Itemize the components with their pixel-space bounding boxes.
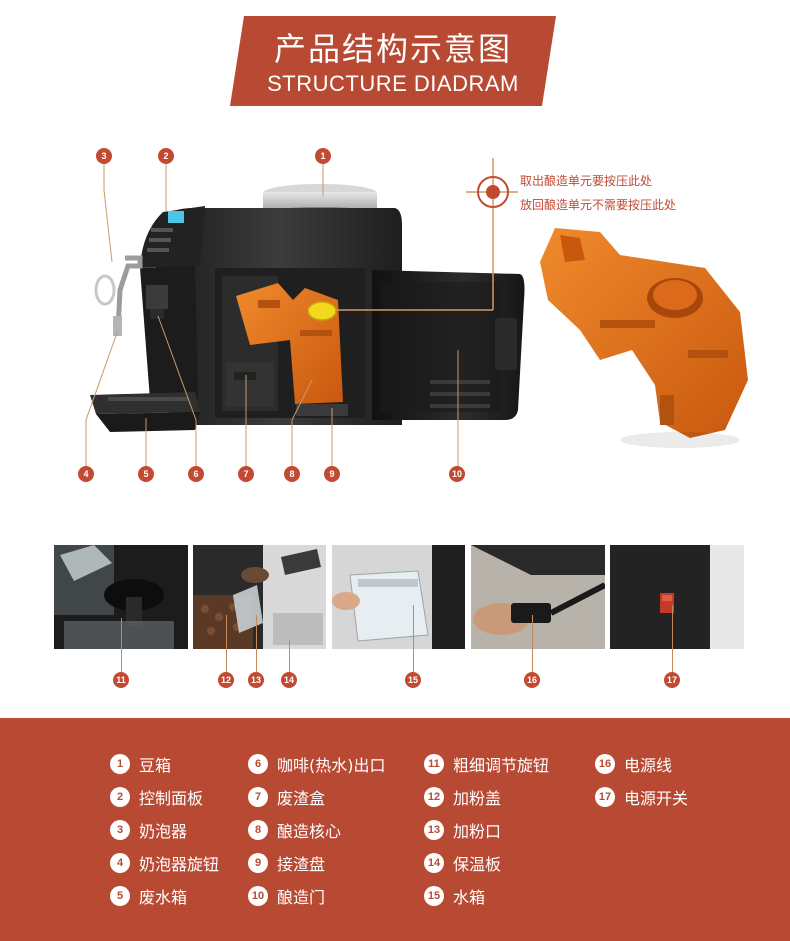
banner-background (230, 16, 556, 106)
legend-number: 3 (110, 820, 130, 840)
press-point-crosshair (337, 158, 518, 311)
legend-label: 废渣盒 (277, 789, 326, 808)
legend-number: 6 (248, 754, 268, 774)
legend-item-11: 11 粗细调节旋钮 (424, 752, 549, 776)
legend-item-13: 13 加粉口 (424, 818, 501, 842)
legend-label: 水箱 (453, 888, 486, 907)
legend-number: 5 (110, 886, 130, 906)
leader-15 (413, 605, 414, 672)
leader-lines (85, 164, 459, 467)
legend-item-5: 5 废水箱 (110, 884, 187, 908)
legend-item-16: 16 电源线 (595, 752, 672, 776)
marker-8: 8 (284, 466, 300, 482)
legend-item-10: 10 酿造门 (248, 884, 325, 908)
leader-12 (226, 615, 227, 672)
legend-item-12: 12 加粉盖 (424, 785, 501, 809)
legend-number: 10 (248, 886, 268, 906)
legend-item-3: 3 奶泡器 (110, 818, 187, 842)
marker-11: 11 (113, 672, 129, 688)
legend-item-2: 2 控制面板 (110, 785, 203, 809)
marker-1: 1 (315, 148, 331, 164)
marker-16: 16 (524, 672, 540, 688)
legend-label: 加粉口 (453, 822, 502, 841)
legend-number: 1 (110, 754, 130, 774)
legend-number: 17 (595, 787, 615, 807)
marker-14: 14 (281, 672, 297, 688)
legend-label: 加粉盖 (453, 789, 502, 808)
legend-label: 废水箱 (139, 888, 188, 907)
leader-17 (672, 605, 673, 672)
legend-label: 奶泡器 (139, 822, 188, 841)
marker-6: 6 (188, 466, 204, 482)
title-banner: 产品结构示意图 STRUCTURE DIADRAM (230, 16, 556, 106)
marker-17: 17 (664, 672, 680, 688)
legend-item-9: 9 接渣盘 (248, 851, 325, 875)
legend-label: 豆箱 (139, 756, 172, 775)
marker-7: 7 (238, 466, 254, 482)
legend-label: 控制面板 (139, 789, 204, 808)
leader-11 (121, 618, 122, 672)
legend-number: 14 (424, 853, 444, 873)
legend-number: 15 (424, 886, 444, 906)
marker-13: 13 (248, 672, 264, 688)
brew-door (372, 270, 525, 420)
legend-label: 电源线 (624, 756, 673, 775)
leader-14 (289, 640, 290, 672)
legend-number: 16 (595, 754, 615, 774)
legend-item-15: 15 水箱 (424, 884, 485, 908)
photo-power-cord (471, 545, 605, 649)
photo-power-switch (610, 545, 744, 649)
marker-12: 12 (218, 672, 234, 688)
marker-5: 5 (138, 466, 154, 482)
legend-number: 13 (424, 820, 444, 840)
legend-label: 酿造核心 (277, 822, 342, 841)
legend-number: 4 (110, 853, 130, 873)
marker-2: 2 (158, 148, 174, 164)
legend-label: 接渣盘 (277, 855, 326, 874)
legend-label: 咖啡(热水)出口 (277, 756, 386, 775)
parts-legend: 1 豆箱 2 控制面板 3 奶泡器 4 奶泡器旋钮 5 废水箱 6 咖啡(热水)… (0, 718, 790, 941)
brew-cavity (215, 268, 365, 418)
legend-label: 电源开关 (624, 789, 689, 808)
page-title-en: STRUCTURE DIADRAM (267, 71, 519, 96)
bean-hopper (263, 184, 377, 221)
legend-item-4: 4 奶泡器旋钮 (110, 851, 219, 875)
legend-label: 保温板 (453, 855, 502, 874)
marker-10: 10 (449, 466, 465, 482)
page-title-cn: 产品结构示意图 (273, 30, 512, 68)
photo-water-tank (332, 545, 465, 649)
callout-insert-text: 放回酿造单元不需要按压此处 (520, 198, 677, 212)
legend-item-17: 17 电源开关 (595, 785, 688, 809)
callout-remove-text: 取出酿造单元要按压此处 (520, 174, 653, 188)
legend-number: 2 (110, 787, 130, 807)
legend-item-14: 14 保温板 (424, 851, 501, 875)
legend-item-8: 8 酿造核心 (248, 818, 341, 842)
legend-label: 粗细调节旋钮 (453, 756, 550, 775)
legend-item-1: 1 豆箱 (110, 752, 171, 776)
legend-number: 12 (424, 787, 444, 807)
legend-number: 7 (248, 787, 268, 807)
legend-number: 11 (424, 754, 444, 774)
photo-powder-inlet (193, 545, 326, 649)
marker-15: 15 (405, 672, 421, 688)
photo-grind-knob (54, 545, 188, 649)
legend-item-6: 6 咖啡(热水)出口 (248, 752, 386, 776)
legend-item-7: 7 废渣盒 (248, 785, 325, 809)
marker-4: 4 (78, 466, 94, 482)
legend-number: 8 (248, 820, 268, 840)
marker-9: 9 (324, 466, 340, 482)
legend-number: 9 (248, 853, 268, 873)
machine-body (90, 206, 402, 432)
marker-3: 3 (96, 148, 112, 164)
legend-label: 酿造门 (277, 888, 326, 907)
legend-label: 奶泡器旋钮 (139, 855, 220, 874)
leader-13 (256, 615, 257, 672)
leader-16 (532, 615, 533, 672)
brew-unit-detached (540, 228, 748, 448)
